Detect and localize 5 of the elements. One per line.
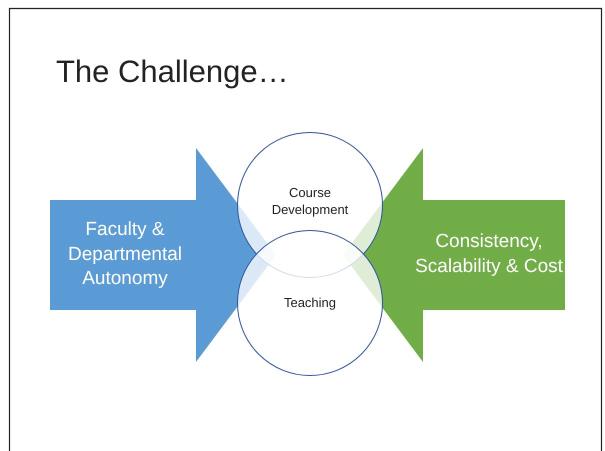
node-label: Course Development	[270, 184, 350, 219]
node-label: Faculty & Departmental Autonomy	[66, 218, 184, 292]
slide-title: The Challenge…	[56, 54, 289, 90]
node-label: Teaching	[282, 294, 338, 312]
node-label: Consistency, Scalability & Cost	[414, 230, 564, 279]
